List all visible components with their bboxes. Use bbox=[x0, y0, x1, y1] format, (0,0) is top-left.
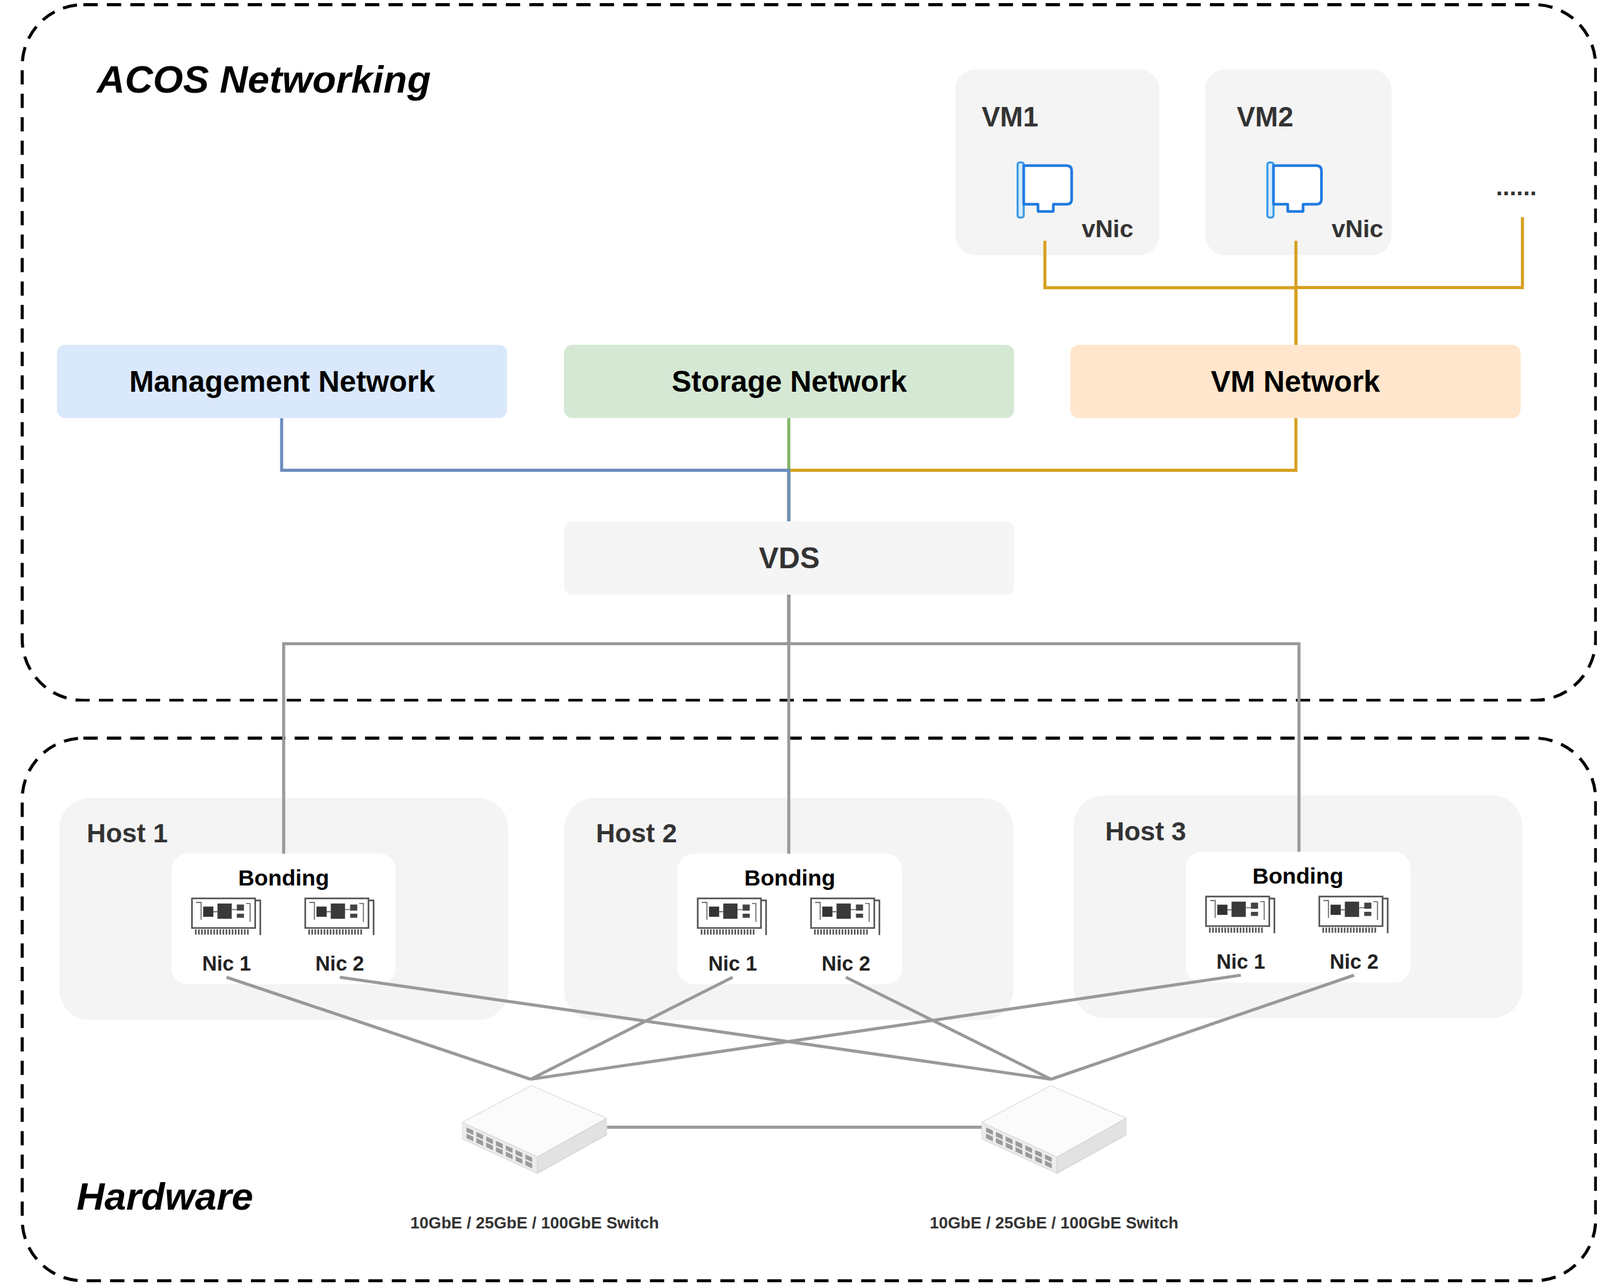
connector-line bbox=[530, 975, 1242, 1080]
nic-card-symbol bbox=[304, 897, 376, 937]
nic-card-symbol bbox=[1206, 897, 1275, 934]
region-heading: Hardware bbox=[76, 1175, 253, 1219]
connector-line bbox=[607, 1126, 982, 1130]
connector-line bbox=[226, 977, 531, 1080]
region-frame: ACOS NetworkingVM1 vNic VM2 vNicManagement … bbox=[20, 3, 1598, 703]
connector-line bbox=[788, 594, 1299, 852]
dashed-outline bbox=[21, 4, 1596, 701]
nic-label: Nic 1 bbox=[1200, 950, 1282, 974]
connector-line bbox=[787, 418, 791, 522]
nic-card: Nic 2 bbox=[805, 893, 887, 978]
vnic-icon: vNic bbox=[1014, 158, 1142, 242]
nic-card-symbol bbox=[696, 897, 769, 937]
connector-line bbox=[1294, 241, 1298, 345]
bonding-label: Bonding bbox=[171, 866, 397, 891]
connector-line bbox=[788, 418, 1296, 522]
connector-line bbox=[530, 977, 734, 1080]
region-frame: HardwareHost 1BondingNic 1Nic 2Host 2Bon… bbox=[20, 736, 1598, 1283]
bonding-label: Bonding bbox=[1185, 864, 1411, 889]
ellipsis-label: ...... bbox=[1496, 173, 1537, 201]
bonding-label: Bonding bbox=[677, 866, 903, 891]
nic-card-symbol bbox=[191, 898, 260, 936]
nic-card-symbol bbox=[1318, 895, 1390, 935]
host-name: Host 3 bbox=[1104, 817, 1187, 847]
switch-device-symbol bbox=[461, 1079, 607, 1176]
vnic-label: vNic bbox=[1081, 215, 1134, 243]
vds-name: VDS bbox=[564, 521, 1015, 595]
nic-card: Nic 2 bbox=[1313, 892, 1395, 976]
network-name: Storage Network bbox=[564, 344, 1015, 419]
bonding-box: BondingNic 1 Nic 2 bbox=[1185, 851, 1411, 983]
nic-card: Nic 1 bbox=[691, 893, 774, 978]
switch-caption: 10GbE / 25GbE / 100GbE Switch bbox=[929, 1214, 1179, 1233]
connector-line bbox=[787, 594, 791, 854]
nic-card: Nic 2 bbox=[299, 893, 381, 978]
switch-device: 10GbE / 25GbE / 100GbE Switch bbox=[981, 1079, 1127, 1176]
vm-box: VM1 vNic bbox=[955, 69, 1160, 256]
switch-caption: 10GbE / 25GbE / 100GbE Switch bbox=[410, 1214, 660, 1233]
switch-device: 10GbE / 25GbE / 100GbE Switch bbox=[461, 1079, 607, 1176]
vnic-icon-symbol bbox=[1016, 161, 1074, 220]
vnic-icon-symbol bbox=[1267, 162, 1322, 218]
network-box: Storage Network bbox=[564, 344, 1015, 419]
vnic-icon-symbol bbox=[1266, 161, 1324, 220]
host-name: Host 2 bbox=[595, 819, 678, 849]
nic-card-symbol bbox=[190, 897, 263, 937]
vds-box: VDS bbox=[564, 521, 1015, 595]
nic-label: Nic 2 bbox=[299, 952, 381, 976]
connector-line bbox=[283, 594, 789, 854]
network-box: Management Network bbox=[56, 344, 508, 419]
vm-box: VM2 vNic bbox=[1205, 69, 1392, 256]
bonding-box: BondingNic 1 Nic 2 bbox=[677, 853, 903, 985]
connector-line bbox=[1051, 975, 1354, 1080]
network-box: VM Network bbox=[1070, 344, 1521, 419]
region-heading: ACOS Networking bbox=[97, 58, 431, 101]
connector-line bbox=[281, 418, 789, 522]
host-box: Host 3 BondingNic 1 Nic 2 bbox=[1073, 795, 1523, 1018]
nic-label: Nic 2 bbox=[1313, 950, 1395, 974]
nic-label: Nic 2 bbox=[805, 952, 887, 976]
nic-card-symbol bbox=[1319, 897, 1388, 934]
bonding-box: BondingNic 1 Nic 2 bbox=[171, 853, 397, 985]
network-name: VM Network bbox=[1070, 344, 1521, 419]
nic-card-symbol bbox=[304, 898, 374, 936]
nic-card-symbol bbox=[811, 898, 880, 936]
nic-card-symbol bbox=[1205, 895, 1277, 935]
connector-line bbox=[845, 977, 1052, 1080]
connector-line bbox=[1044, 241, 1296, 345]
dashed-outline bbox=[21, 738, 1596, 1281]
switch-device-symbol bbox=[981, 1079, 1127, 1176]
vnic-label: vNic bbox=[1331, 215, 1384, 243]
network-name: Management Network bbox=[56, 344, 508, 419]
nic-card-symbol bbox=[697, 898, 767, 936]
host-name: Host 1 bbox=[87, 819, 169, 849]
vm-name: VM1 bbox=[981, 102, 1038, 133]
nic-card: Nic 1 bbox=[185, 893, 268, 978]
vnic-icon-symbol bbox=[1017, 162, 1072, 218]
host-box: Host 1BondingNic 1 Nic 2 bbox=[59, 798, 509, 1021]
nic-label: Nic 1 bbox=[185, 952, 268, 976]
vm-name: VM2 bbox=[1236, 102, 1294, 133]
connector-line bbox=[339, 977, 1052, 1080]
host-box: Host 2 BondingNic 1 Nic 2 bbox=[564, 798, 1013, 1021]
nic-label: Nic 1 bbox=[691, 952, 774, 976]
switch-device-symbol bbox=[461, 1085, 607, 1174]
vnic-icon: vNic bbox=[1264, 158, 1393, 242]
nic-card: Nic 1 bbox=[1200, 892, 1282, 976]
nic-card-symbol bbox=[810, 897, 882, 937]
switch-device-symbol bbox=[981, 1085, 1127, 1174]
